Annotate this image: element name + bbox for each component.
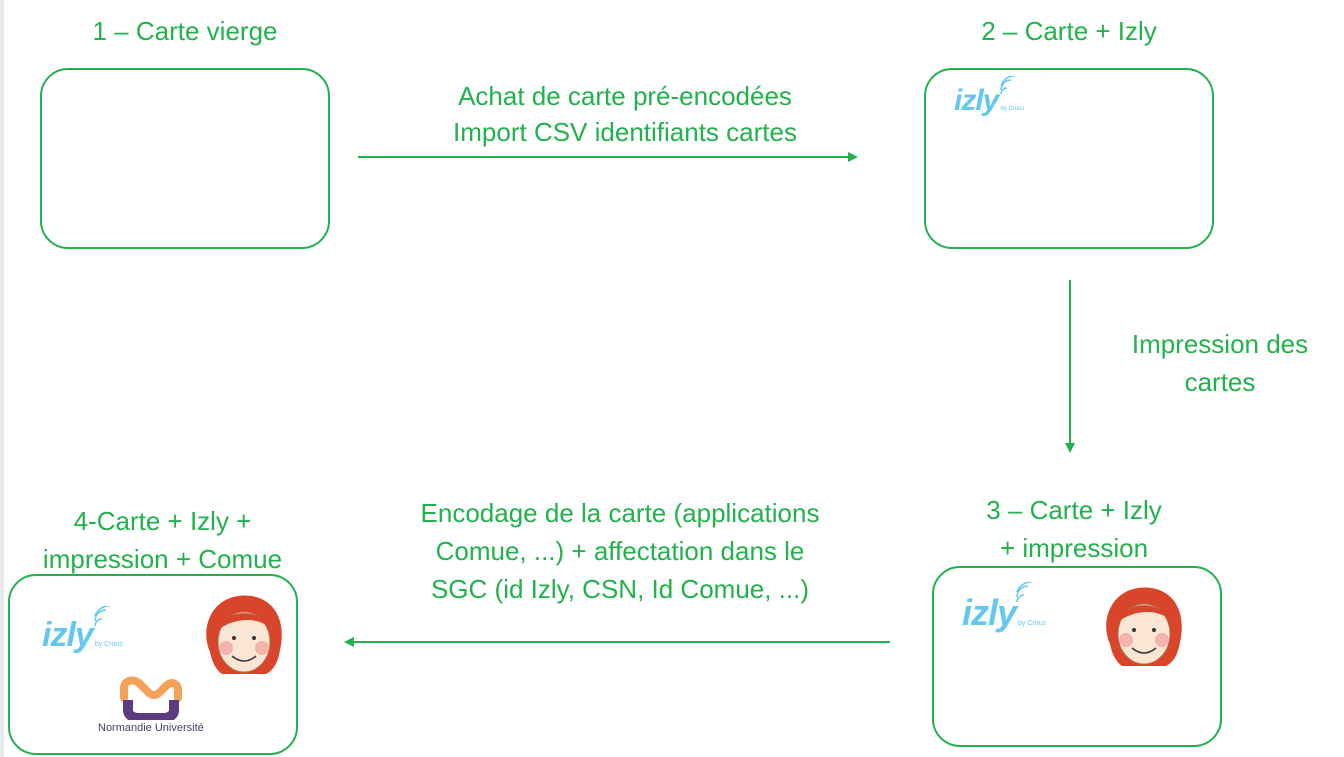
stage-1-title: 1 – Carte vierge (92, 16, 278, 46)
transition-3-line1: Encodage de la carte (applications (420, 498, 820, 528)
izly-logo-byline: by Crous (1000, 106, 1025, 112)
izly-logo-text: izly (42, 616, 94, 654)
transition-1-line1: Achat de carte pré-encodées (458, 81, 792, 111)
wifi-icon (94, 606, 111, 627)
photo-portrait (206, 595, 282, 674)
stage-4-title-line2: impression + Comue (42, 544, 283, 574)
normandie-universite-logo (120, 676, 182, 720)
transition-2-line1: Impression des (1131, 329, 1309, 359)
transition-3-line3: SGC (id Izly, CSN, Id Comue, ...) (430, 574, 810, 604)
transition-2-line2: cartes (1184, 367, 1256, 397)
normandie-universite-name: Normandie Université (98, 722, 204, 734)
stage-3-title-line2: + impression (999, 533, 1149, 563)
stage-2-title: 2 – Carte + Izly (981, 16, 1157, 46)
card-blank (40, 68, 330, 249)
izly-logo-byline: by Crous (94, 641, 123, 648)
wifi-icon (1016, 582, 1033, 603)
left-edge-shadow (0, 0, 4, 757)
transition-1-line2: Import CSV identifiants cartes (453, 117, 797, 147)
stage-4-title-line1: 4-Carte + Izly + (73, 506, 252, 536)
transition-3-line2: Comue, ...) + affectation dans le (435, 536, 805, 566)
photo-portrait (1106, 587, 1182, 666)
wifi-icon (1000, 76, 1016, 95)
izly-logo-text: izly (954, 84, 999, 117)
izly-logo-text: izly (962, 592, 1017, 633)
stage-3-title-line1: 3 – Carte + Izly (986, 495, 1162, 525)
izly-logo-byline: by Crous (1018, 620, 1047, 627)
